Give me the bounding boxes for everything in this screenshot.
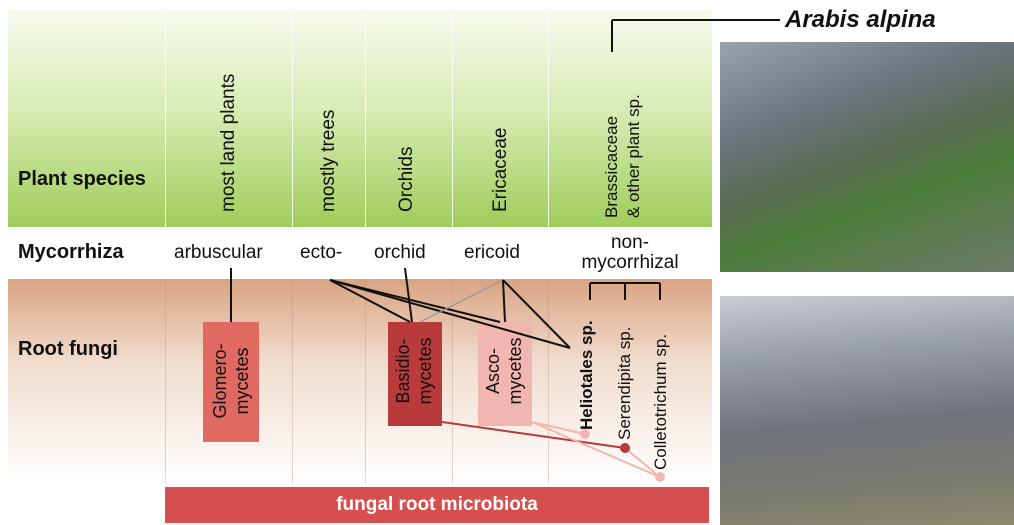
fungal-root-microbiota-label: fungal root microbiota xyxy=(165,494,709,516)
arabis-alpina-title: Arabis alpina xyxy=(785,6,936,34)
arabis-alpina-closeup-photo xyxy=(720,42,1014,272)
scree-slope-habitat-photo xyxy=(720,296,1014,525)
